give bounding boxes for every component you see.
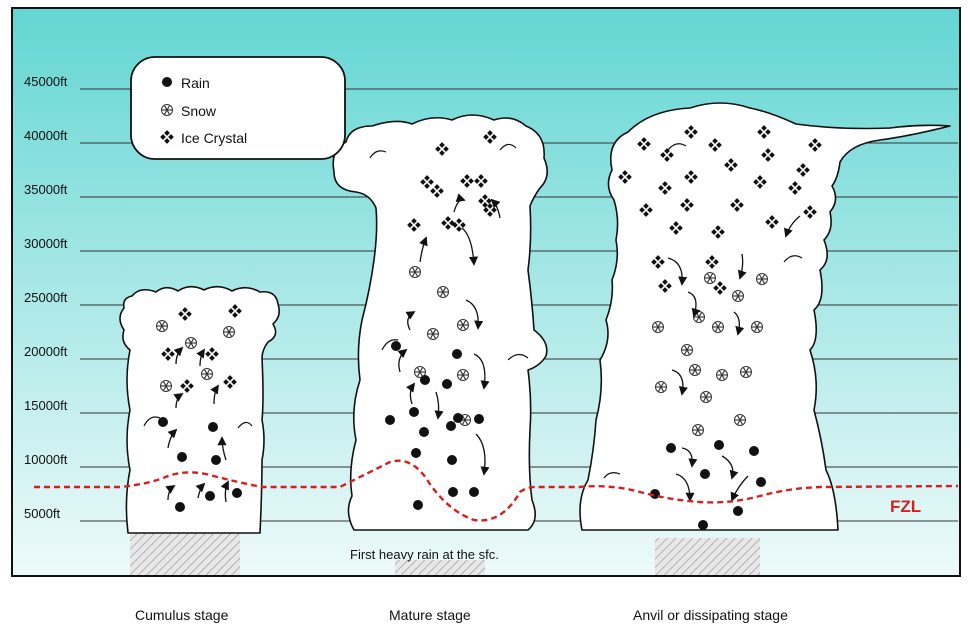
legend: Rain Snow Ice Crystal	[130, 56, 346, 160]
stage-label-cumulus: Cumulus stage	[135, 607, 229, 623]
altitude-labels: 45000ft 40000ft 35000ft 30000ft 25000ft …	[24, 74, 68, 521]
mature-cloud	[332, 114, 548, 531]
legend-rain-label: Rain	[181, 75, 210, 91]
altitude-label-20000: 20000ft	[24, 344, 68, 359]
cumulus-cloud	[119, 285, 280, 534]
ground-hatch-mature	[395, 560, 485, 575]
rain-legend-icon	[162, 77, 172, 87]
altitude-label-15000: 15000ft	[24, 398, 68, 413]
legend-snow-label: Snow	[181, 103, 217, 119]
ground-hatch-anvil	[655, 538, 760, 575]
altitude-label-40000: 40000ft	[24, 128, 68, 143]
altitude-label-10000: 10000ft	[24, 452, 68, 467]
altitude-label-35000: 35000ft	[24, 182, 68, 197]
altitude-label-30000: 30000ft	[24, 236, 68, 251]
legend-ice-label: Ice Crystal	[181, 130, 247, 146]
snow-legend-icon	[160, 103, 174, 117]
altitude-label-25000: 25000ft	[24, 290, 68, 305]
surface-rain-note: First heavy rain at the sfc.	[350, 547, 499, 562]
altitude-label-45000: 45000ft	[24, 74, 68, 89]
freezing-level-label: FZL	[890, 497, 921, 516]
freezing-level-line	[34, 459, 959, 522]
altitude-label-5000: 5000ft	[24, 506, 61, 521]
stage-label-anvil: Anvil or dissipating stage	[633, 607, 788, 623]
stage-label-mature: Mature stage	[389, 607, 471, 623]
anvil-cloud	[579, 102, 951, 531]
ground-hatch-cumulus	[130, 533, 240, 575]
